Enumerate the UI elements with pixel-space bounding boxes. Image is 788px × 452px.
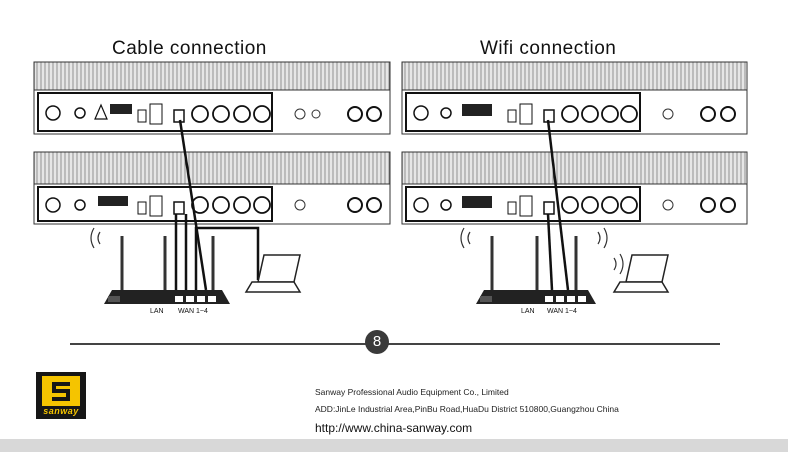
- cable-network-cables: [174, 119, 260, 291]
- divider-rule: [70, 343, 720, 345]
- wifi-network-cables: [546, 119, 570, 291]
- wifi-connection-heading: Wifi connection: [480, 38, 617, 59]
- wifi-amplifier-top: [401, 61, 748, 135]
- wifi-router: [460, 227, 608, 304]
- footer-bar: [0, 439, 788, 452]
- page-number: 8: [365, 330, 389, 354]
- cable-lan-label: LAN: [150, 308, 164, 315]
- wifi-lan-label: LAN: [521, 308, 535, 315]
- sanway-logo: sanway: [36, 372, 86, 419]
- cable-amplifier-bottom: [33, 151, 391, 225]
- company-name: Sanway Professional Audio Equipment Co.,…: [315, 387, 509, 397]
- cable-laptop: [244, 254, 302, 293]
- cable-router: [90, 227, 230, 304]
- logo-wordmark: sanway: [43, 406, 79, 416]
- company-address: ADD:JinLe Industrial Area,PinBu Road,Hua…: [315, 404, 619, 414]
- company-website: http://www.china-sanway.com: [315, 421, 473, 435]
- cable-amplifier-top: [33, 61, 391, 135]
- cable-connection-heading: Cable connection: [112, 38, 267, 59]
- cable-wan-label: WAN 1~4: [178, 308, 208, 315]
- logo-mark-icon: [42, 376, 80, 406]
- wifi-amplifier-bottom: [401, 151, 748, 225]
- wifi-wan-label: WAN 1~4: [547, 308, 577, 315]
- wifi-laptop: [612, 253, 670, 293]
